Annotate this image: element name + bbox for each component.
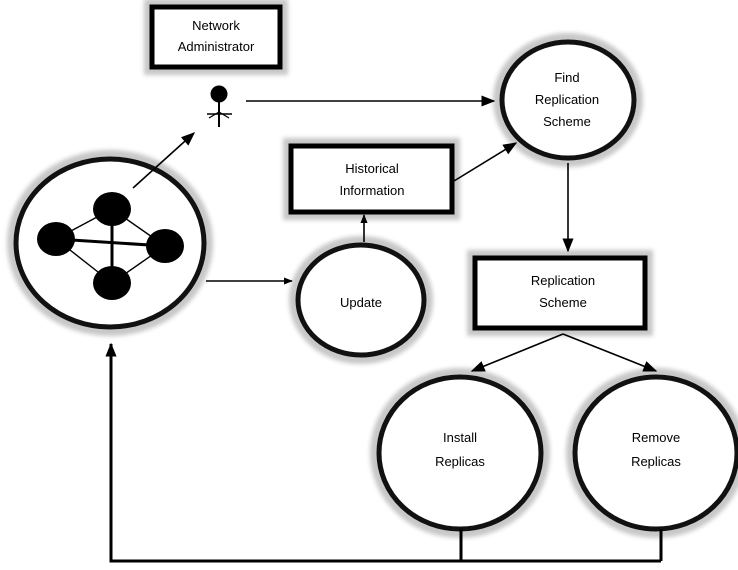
network-topology-icon <box>37 192 184 300</box>
install-replicas-label-line-2: Replicas <box>435 454 485 469</box>
historical-information-box: Historical Information <box>283 138 460 220</box>
network-topology <box>7 150 213 336</box>
update-label: Update <box>340 295 382 310</box>
historical-information-label-line-1: Historical <box>345 161 399 176</box>
arrow-feedback-to-network <box>105 342 463 563</box>
arrow-scheme-to-install <box>470 333 564 372</box>
arrow-history-to-find-scheme <box>453 142 518 182</box>
person-icon <box>207 85 232 127</box>
network-administrator-label-line-2: Administrator <box>178 39 255 54</box>
network-administrator-label-line-1: Network <box>192 18 240 33</box>
find-replication-scheme-node: Find Replication Scheme <box>493 33 643 167</box>
find-replication-scheme-label-line-1: Find <box>554 70 579 85</box>
find-replication-scheme-label-line-2: Replication <box>535 92 599 107</box>
replication-scheme-label-line-1: Replication <box>531 273 595 288</box>
remove-replicas-label-line-1: Remove <box>632 430 680 445</box>
historical-information-label-line-2: Information <box>339 183 404 198</box>
update-node: Update <box>289 236 433 364</box>
diagram-edges <box>105 95 663 563</box>
network-administrator-box: Network Administrator <box>144 0 288 75</box>
replication-scheme-label-line-2: Scheme <box>539 295 587 310</box>
remove-replicas-label-line-2: Replicas <box>631 454 681 469</box>
install-replicas-node: Install Replicas <box>370 368 550 538</box>
remove-replicas-node: Remove Replicas <box>566 368 738 538</box>
arrow-network-to-administrator <box>132 132 196 189</box>
replication-scheme-box: Replication Scheme <box>467 250 653 336</box>
arrow-scheme-to-remove <box>562 333 658 372</box>
install-replicas-label-line-1: Install <box>443 430 477 445</box>
find-replication-scheme-label-line-3: Scheme <box>543 114 591 129</box>
